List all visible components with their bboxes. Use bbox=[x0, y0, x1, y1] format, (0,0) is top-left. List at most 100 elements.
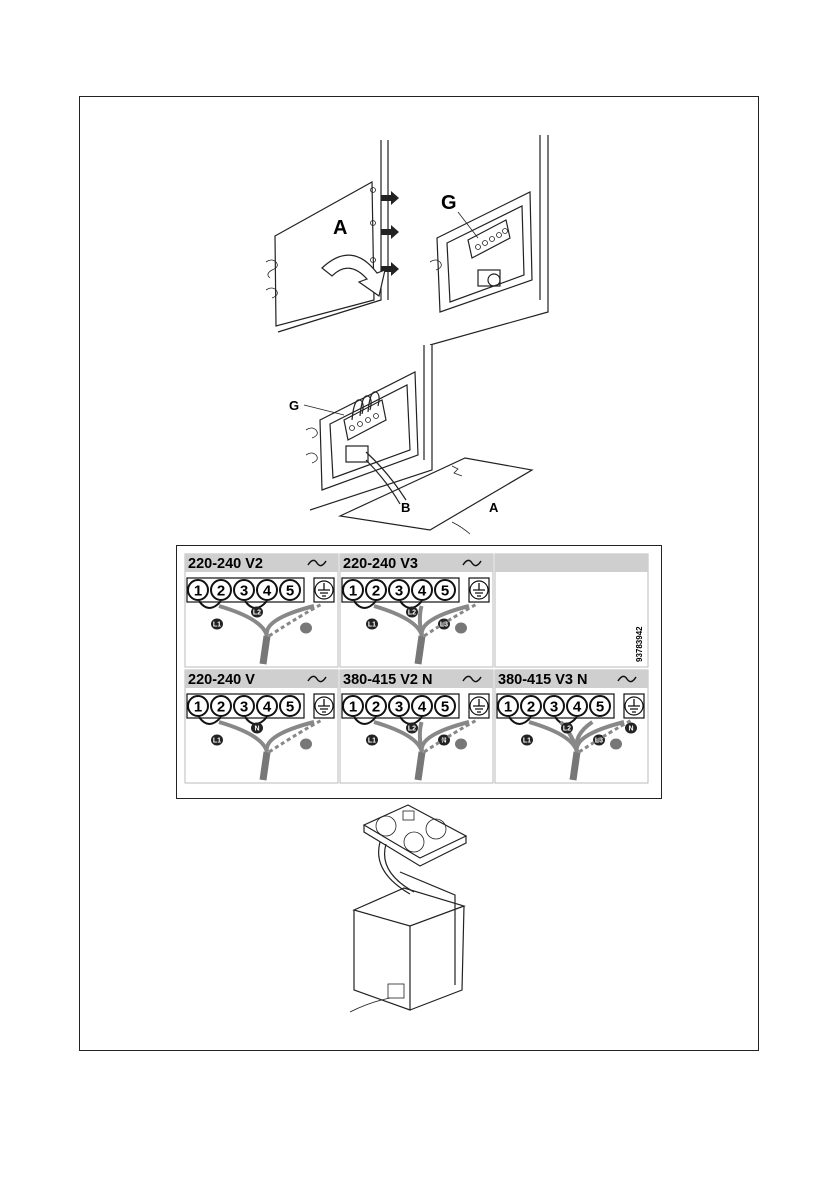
terminal-number: 1 bbox=[349, 583, 357, 600]
ac-tilde-icon bbox=[307, 559, 327, 567]
wire-tag bbox=[251, 606, 263, 618]
terminal-number: 4 bbox=[418, 583, 427, 600]
figure-hob-cabinet bbox=[349, 804, 468, 1013]
figure-code: 93783942 bbox=[635, 626, 644, 662]
ac-tilde-icon bbox=[617, 675, 637, 683]
earth-wire-tag bbox=[300, 622, 312, 634]
ac-tilde-icon bbox=[462, 559, 482, 567]
terminal-number: 5 bbox=[441, 699, 449, 716]
wire-label: L1 bbox=[213, 622, 221, 629]
terminal-number: 4 bbox=[263, 699, 272, 716]
wire-tag bbox=[625, 722, 637, 734]
earth-wire-tag bbox=[455, 622, 467, 634]
terminal-number: 3 bbox=[240, 699, 248, 716]
earth-wire-tag bbox=[300, 738, 312, 750]
terminal-circle bbox=[233, 579, 255, 601]
terminal-number: 3 bbox=[240, 583, 248, 600]
terminal-circle bbox=[543, 695, 565, 717]
cable-label-b: B bbox=[401, 500, 410, 515]
terminal-circle bbox=[210, 579, 232, 601]
wire-tag bbox=[561, 722, 573, 734]
wire-label: N bbox=[628, 726, 633, 733]
terminal-number: 2 bbox=[217, 699, 225, 716]
wire-tag bbox=[406, 722, 418, 734]
terminal-circle bbox=[434, 695, 456, 717]
terminal-circle bbox=[256, 695, 278, 717]
terminal-number: 3 bbox=[395, 699, 403, 716]
figure-cable-connection: G B A bbox=[289, 345, 534, 535]
wire-tag bbox=[366, 734, 378, 746]
wire-label: L2 bbox=[563, 726, 571, 733]
terminal-circle bbox=[233, 695, 255, 717]
terminal-number: 5 bbox=[441, 583, 449, 600]
terminal-circle bbox=[411, 579, 433, 601]
terminal-number: 3 bbox=[550, 699, 558, 716]
terminal-circle bbox=[388, 695, 410, 717]
wiring-cell-header: 380-415 V3 N bbox=[498, 672, 587, 688]
earth-wire-tag bbox=[455, 738, 467, 750]
ac-tilde-icon bbox=[462, 675, 482, 683]
terminal-number: 5 bbox=[286, 583, 294, 600]
terminal-circle bbox=[434, 579, 456, 601]
ac-tilde-icon bbox=[307, 675, 327, 683]
wire-label: L1 bbox=[523, 738, 531, 745]
wire-label: N bbox=[254, 726, 259, 733]
terminal-circle bbox=[187, 695, 209, 717]
panel-label-a: A bbox=[333, 217, 347, 239]
terminal-number: 1 bbox=[349, 699, 357, 716]
terminal-number: 4 bbox=[573, 699, 582, 716]
figure-remove-panel: A G bbox=[265, 135, 549, 345]
terminal-circle bbox=[279, 695, 301, 717]
terminal-circle bbox=[342, 579, 364, 601]
terminal-circle bbox=[388, 579, 410, 601]
terminal-number: 2 bbox=[217, 583, 225, 600]
wiring-cell-header: 220-240 V2 bbox=[188, 556, 263, 572]
wire-label: L2 bbox=[408, 610, 416, 617]
panel-label-a-2: A bbox=[489, 500, 499, 515]
wire-tag bbox=[521, 734, 533, 746]
wire-tag bbox=[211, 618, 223, 630]
wire-tag bbox=[366, 618, 378, 630]
wire-label: L2 bbox=[253, 610, 261, 617]
terminal-circle bbox=[566, 695, 588, 717]
terminal-circle bbox=[365, 695, 387, 717]
terminal-number: 1 bbox=[194, 699, 202, 716]
terminal-circle bbox=[497, 695, 519, 717]
terminal-number: 1 bbox=[194, 583, 202, 600]
wire-label: L2 bbox=[408, 726, 416, 733]
earth-wire-tag bbox=[610, 738, 622, 750]
terminal-number: 2 bbox=[372, 583, 380, 600]
wire-tag bbox=[406, 606, 418, 618]
wiring-cell-header: 220-240 V bbox=[188, 672, 255, 688]
terminal-number: 1 bbox=[504, 699, 512, 716]
terminal-label-g: G bbox=[441, 192, 457, 214]
wiring-cell-header: 380-415 V2 N bbox=[343, 672, 432, 688]
terminal-circle bbox=[411, 695, 433, 717]
terminal-circle bbox=[589, 695, 611, 717]
terminal-number: 4 bbox=[263, 583, 272, 600]
terminal-circle bbox=[256, 579, 278, 601]
terminal-circle bbox=[210, 695, 232, 717]
wire-tag bbox=[251, 722, 263, 734]
wire-label: L1 bbox=[213, 738, 221, 745]
page-frame bbox=[79, 96, 759, 1051]
terminal-number: 3 bbox=[395, 583, 403, 600]
terminal-circle bbox=[279, 579, 301, 601]
terminal-number: 4 bbox=[418, 699, 427, 716]
terminal-number: 5 bbox=[286, 699, 294, 716]
wire-label: L1 bbox=[368, 738, 376, 745]
terminal-number: 5 bbox=[596, 699, 604, 716]
terminal-circle bbox=[342, 695, 364, 717]
terminal-circle bbox=[187, 579, 209, 601]
wiring-cell-header: 220-240 V3 bbox=[343, 556, 418, 572]
terminal-label-g-2: G bbox=[289, 398, 299, 413]
terminal-circle bbox=[520, 695, 542, 717]
wire-tag bbox=[211, 734, 223, 746]
wire-label: L1 bbox=[368, 622, 376, 629]
